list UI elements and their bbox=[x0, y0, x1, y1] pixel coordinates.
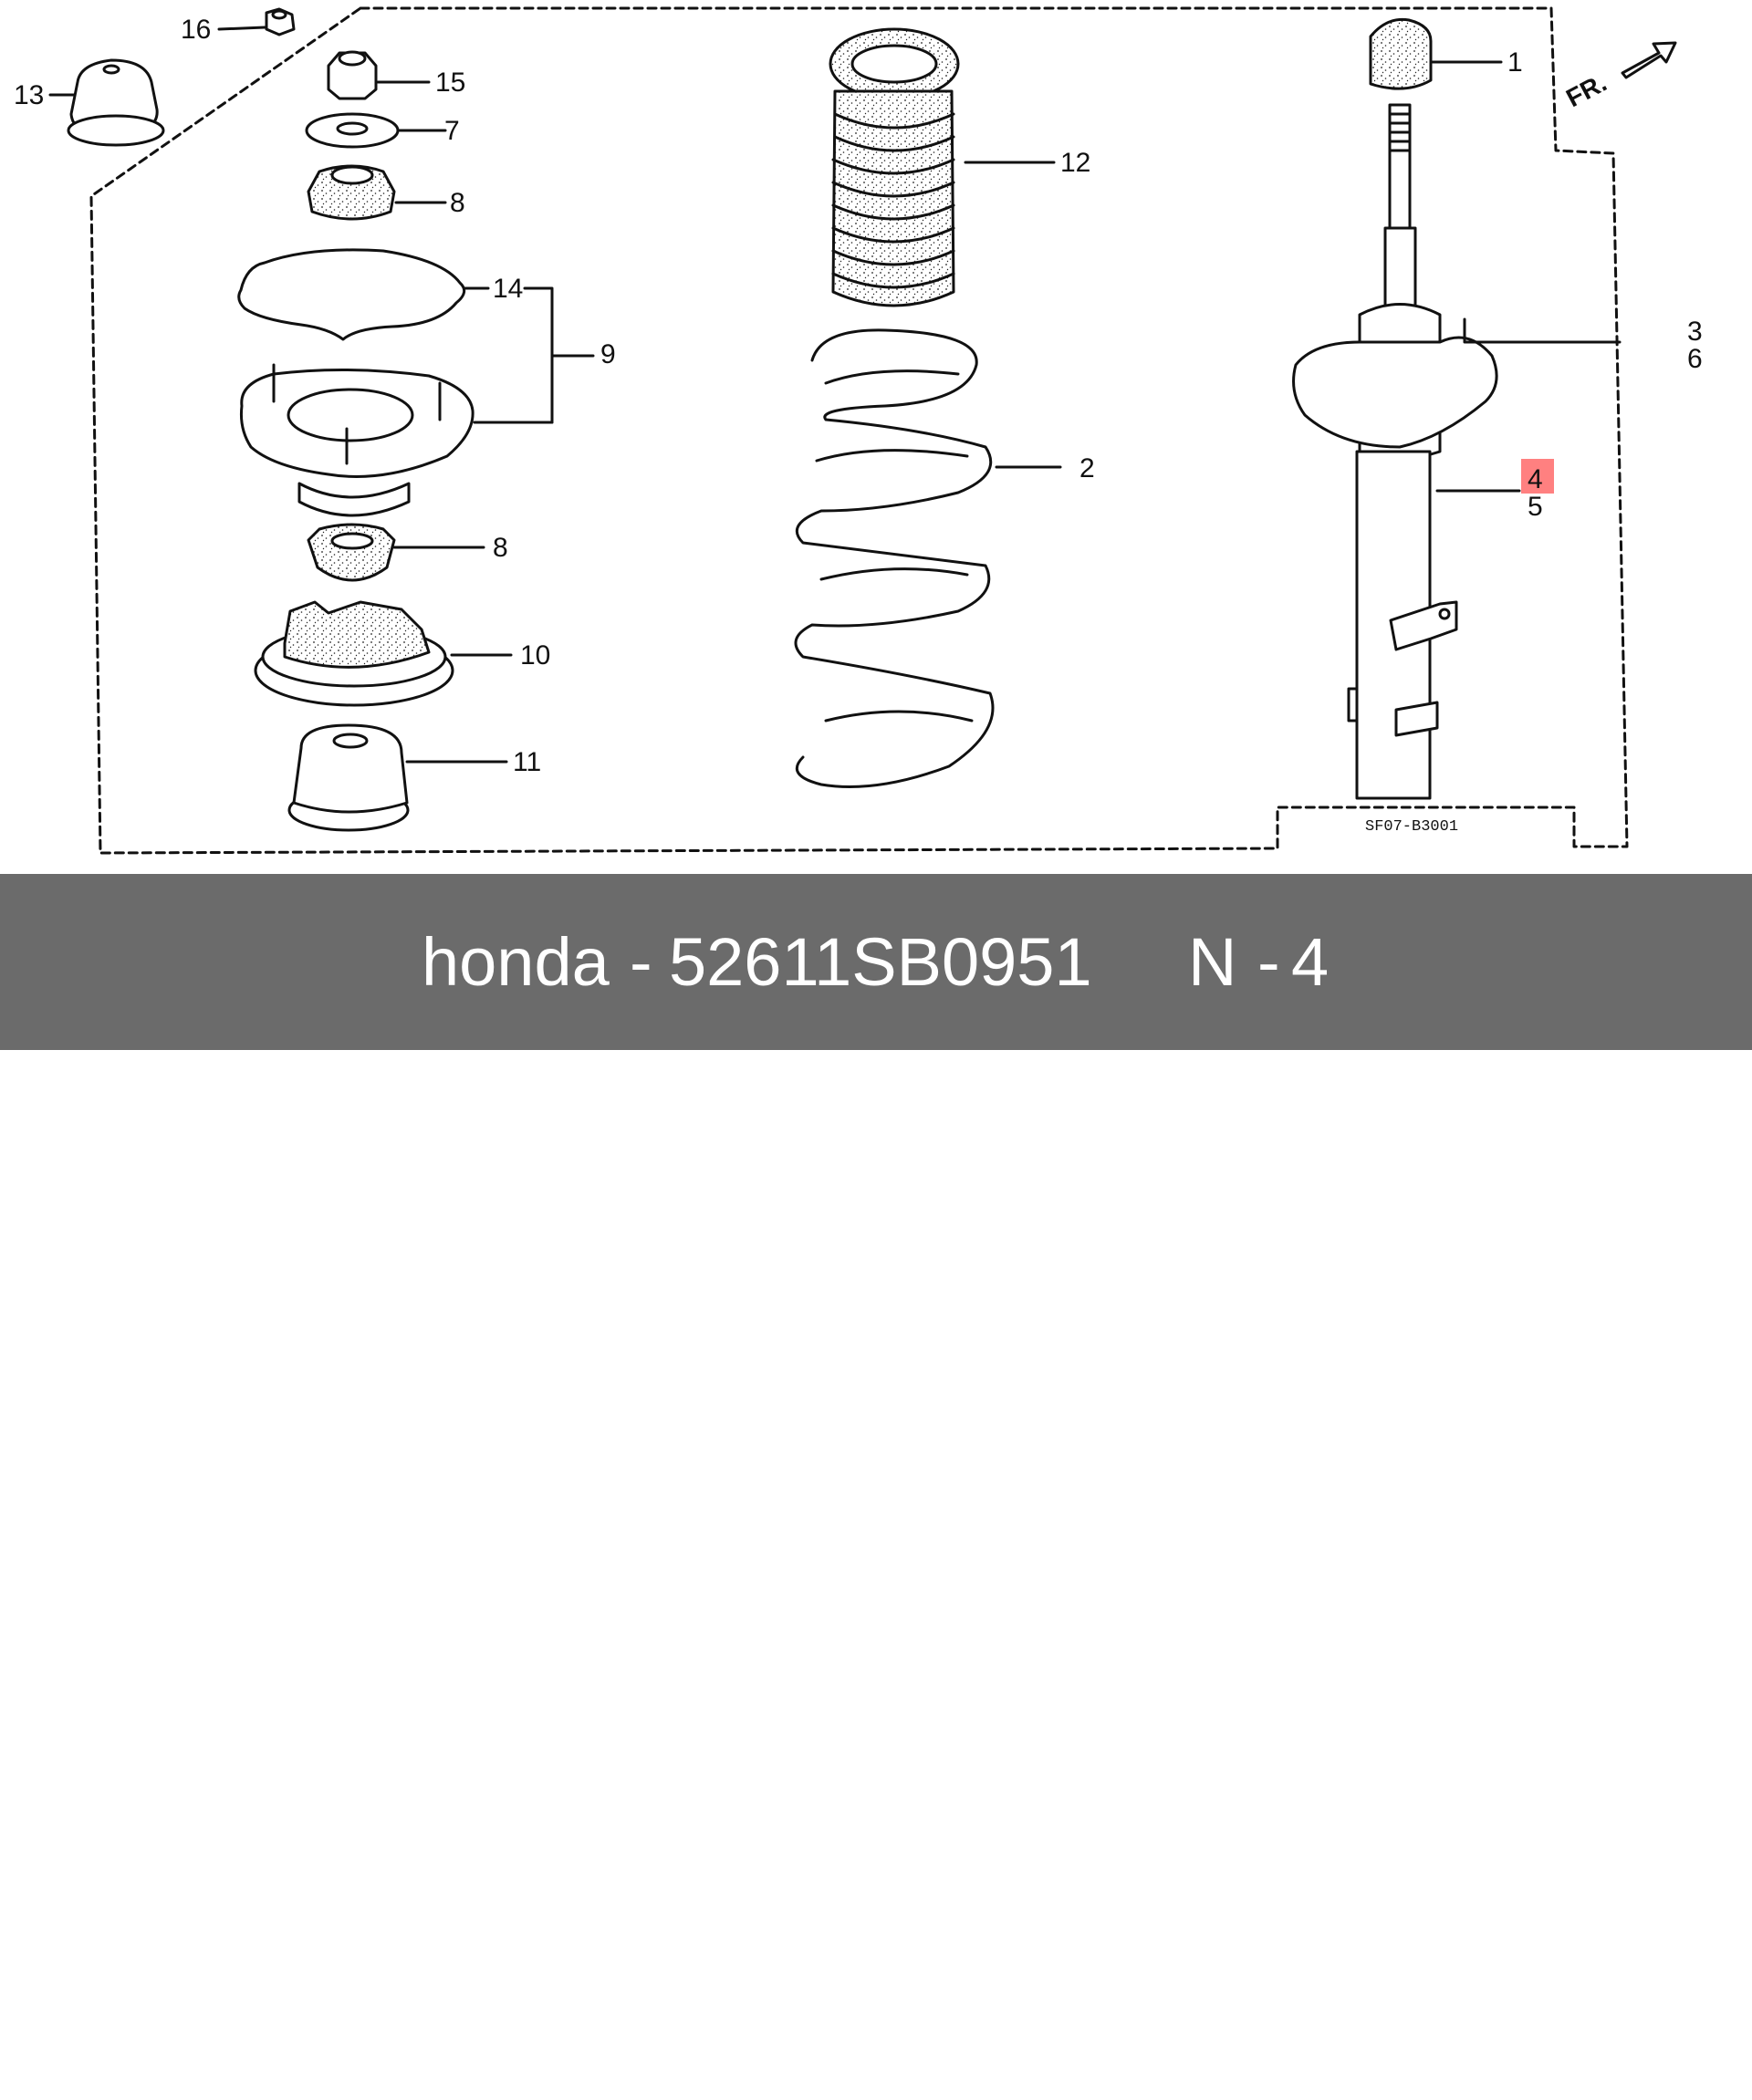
callout-8-upper: 8 bbox=[450, 188, 465, 218]
part-info-footer: honda - 52611SB0951 N - 4 bbox=[0, 874, 1752, 1050]
brand-separator: - bbox=[630, 924, 652, 1000]
part-13-dust-cap bbox=[67, 58, 165, 147]
callout-2: 2 bbox=[1079, 453, 1095, 483]
brand-name: honda bbox=[422, 924, 610, 1000]
part-15-self-locking-nut bbox=[327, 50, 378, 100]
assembly-outline bbox=[89, 6, 1629, 855]
part-number: 52611SB0951 bbox=[669, 924, 1092, 1000]
callout-16: 16 bbox=[181, 15, 211, 45]
parts-diagram: FR. bbox=[0, 0, 1752, 874]
part-9-strut-mount bbox=[240, 363, 474, 517]
part-12-dust-boot bbox=[829, 27, 960, 307]
part-1-shock-bushing bbox=[1369, 17, 1433, 90]
part-shock-absorber bbox=[1292, 103, 1498, 800]
reference-prefix: N bbox=[1188, 924, 1237, 1000]
callout-12: 12 bbox=[1060, 148, 1090, 178]
part-8-upper-bushing bbox=[307, 164, 396, 221]
callout-4: 4 bbox=[1528, 464, 1543, 494]
callout-11: 11 bbox=[513, 747, 541, 777]
reference-separator: - bbox=[1257, 924, 1280, 1000]
callout-13: 13 bbox=[14, 80, 44, 110]
part-14-gasket bbox=[237, 248, 466, 341]
front-direction-arrow: FR. bbox=[1561, 41, 1677, 113]
callout-8-lower: 8 bbox=[493, 533, 508, 563]
callout-14: 14 bbox=[493, 274, 523, 304]
callout-1: 1 bbox=[1507, 47, 1523, 78]
diagram-code: SF07-B3001 bbox=[1365, 818, 1458, 836]
part-10-spring-seat bbox=[254, 600, 454, 707]
callout-7: 7 bbox=[444, 116, 460, 146]
callout-15: 15 bbox=[435, 68, 465, 98]
callout-10: 10 bbox=[520, 640, 550, 671]
part-7-washer bbox=[305, 112, 400, 149]
callout-9: 9 bbox=[600, 339, 616, 369]
reference-number: 4 bbox=[1291, 924, 1330, 1000]
callout-6: 6 bbox=[1687, 344, 1703, 374]
part-2-coil-spring bbox=[794, 328, 995, 788]
part-16-flange-nut bbox=[265, 7, 296, 36]
callout-5: 5 bbox=[1528, 492, 1543, 522]
exploded-view-drawing: FR. bbox=[14, 6, 1703, 855]
part-8-lower-bushing bbox=[307, 523, 396, 582]
front-indicator-label: FR. bbox=[1561, 68, 1611, 113]
callout-3: 3 bbox=[1687, 317, 1703, 347]
highlighted-callout-box bbox=[1521, 459, 1554, 494]
part-11-bump-stop bbox=[287, 723, 410, 832]
part-info-text: honda - 52611SB0951 N - 4 bbox=[0, 874, 1752, 1050]
